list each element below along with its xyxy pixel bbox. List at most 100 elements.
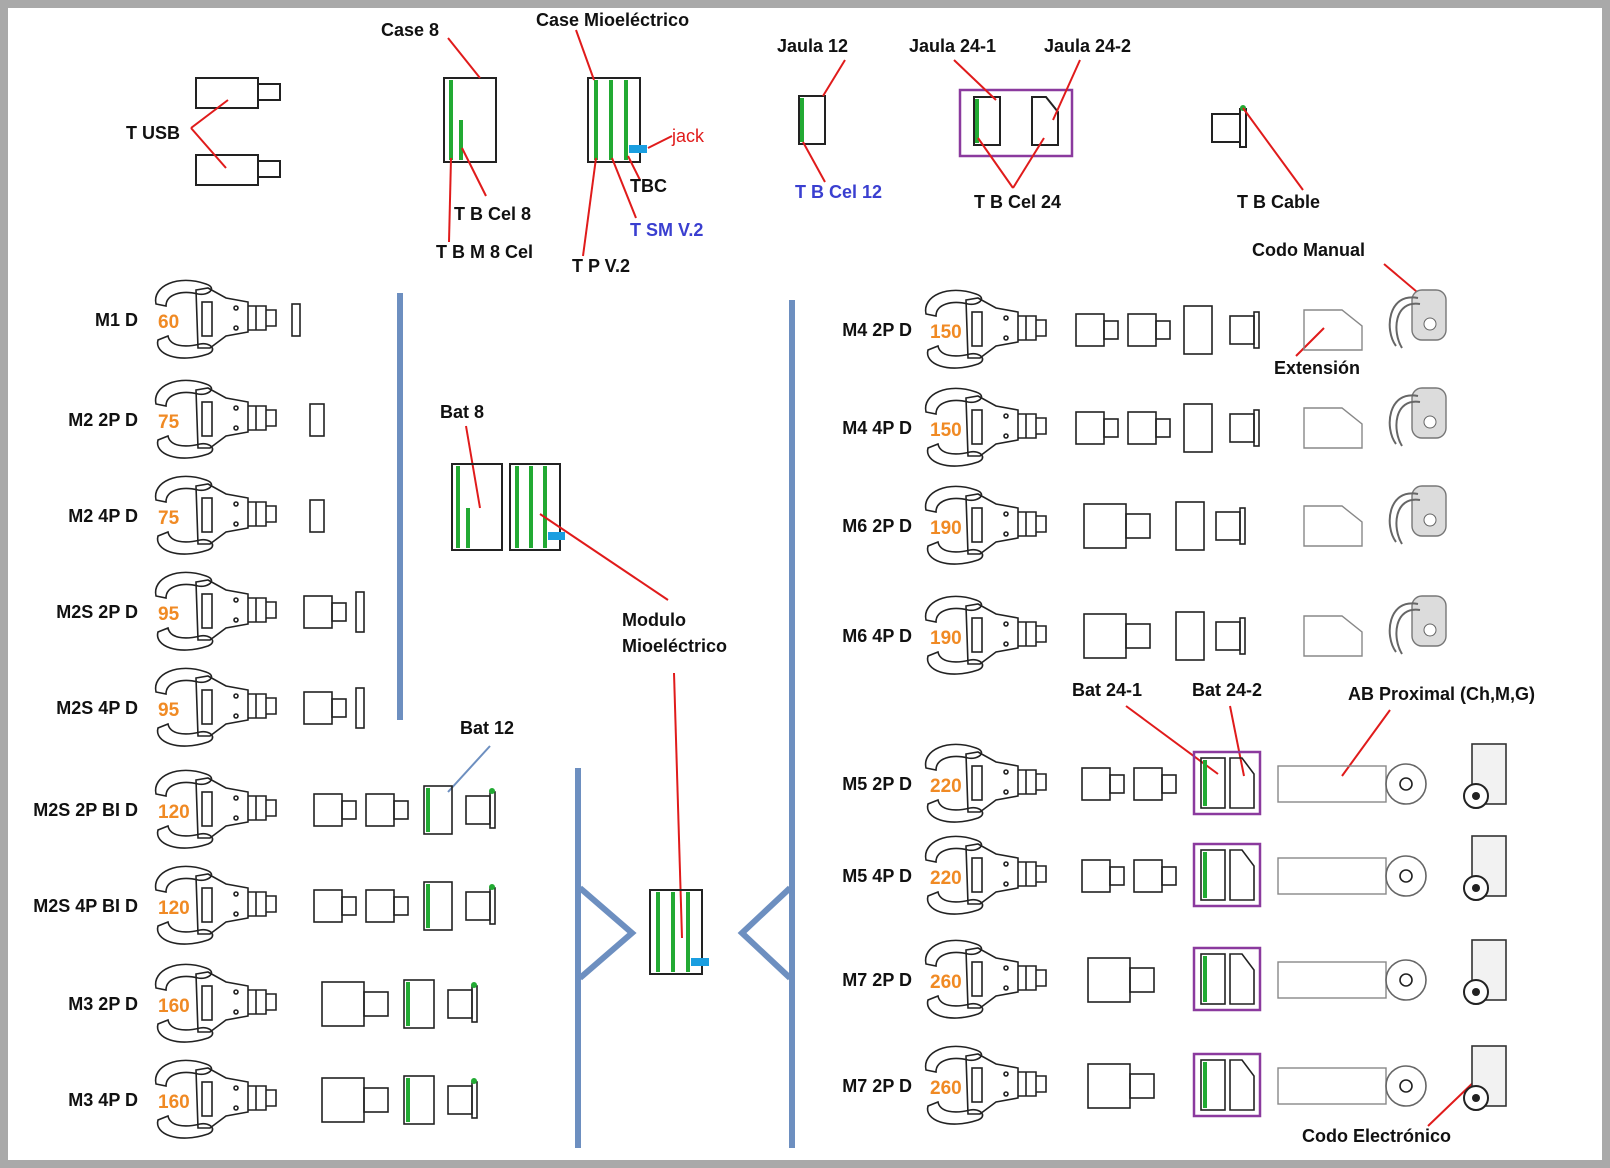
bat12 [404,1076,434,1124]
right-row-8: M7 2P D260 [842,1046,1506,1124]
codo-electronico-icon-gear-hub [1472,792,1480,800]
tsm-label: T SM V.2 [630,220,703,240]
motor-2-body [366,890,394,922]
right-row-3: M6 2P D190 [842,486,1446,564]
motor-2 [1134,860,1176,892]
codo-electronico-label: Codo Electrónico [1302,1126,1451,1146]
modulo-label-2: Mioeléctrico [622,636,727,656]
ab-proximal-icon-wrist [1386,764,1426,804]
tb-endcap-flange [1240,618,1245,654]
right-row-6-size: 220 [930,868,962,889]
ab-proximal-icon [1278,1066,1426,1106]
t-usb-group [196,78,280,185]
extension-leader [1296,328,1324,356]
motor-2-body [366,794,394,826]
terminal-plate [310,404,324,436]
tb-endcap-body [1230,414,1254,442]
tb-endcap-flange [1240,508,1245,544]
motor-shaft [332,699,346,717]
bat24-leaders [1126,706,1244,776]
motor-2 [366,890,408,922]
motor-2-body [1134,860,1162,892]
tb-endcap-flange [1254,410,1259,446]
left-row-3-size: 75 [158,508,180,529]
right-row-6-name: M5 4P D [842,866,912,886]
modulo-upper-green [517,466,545,548]
motor [314,890,356,922]
codo-manual-icon-joint [1424,318,1436,330]
motor-2-shaft [394,801,408,819]
codo-electronico-icon [1464,744,1506,808]
motor-2-shaft [1162,867,1176,885]
hand-configuration-diagram: T USB Case 8 T B Cel 8 T B M 8 Cel Case … [8,8,1602,1160]
ab-proximal-icon [1278,960,1426,1000]
motor-shaft [1104,419,1118,437]
tb-cable [466,788,495,828]
ab-proximal-icon-socket [1278,766,1386,802]
motor-2-shaft [1156,321,1170,339]
right-row-7-size: 260 [930,972,962,993]
tbcel24-label: T B Cel 24 [974,192,1061,212]
ab-proximal-icon [1278,856,1426,896]
tb-cable-dot [471,982,477,988]
motor [314,794,356,826]
tb-endcap-body [1216,512,1240,540]
left-row-6: M2S 2P BI D120 [33,770,495,848]
motor-shaft [342,897,356,915]
left-row-4-name: M2S 2P D [56,602,138,622]
ab-proximal-icon-hub [1400,974,1412,986]
jaula24-leaders [954,60,1080,188]
tbm8-label: T B M 8 Cel [436,242,533,262]
modulo-lower-port [691,958,709,966]
bat24-pair-cell1 [1201,954,1225,1004]
left-row-9: M3 4P D160 [68,1060,477,1138]
motor-large [322,982,364,1026]
ab-proximal-icon-wrist [1386,1066,1426,1106]
jaula12-label: Jaula 12 [777,36,848,56]
jack-label: jack [671,126,705,146]
right-row-1-size: 150 [930,322,962,343]
left-row-6-name: M2S 2P BI D [33,800,138,820]
motor-large [1088,958,1130,1002]
motor-2-shaft [394,897,408,915]
tb-endcap-flange [1254,312,1259,348]
bat12-box [1176,502,1204,550]
tb-cable [466,884,495,924]
bat12 [404,980,434,1028]
left-row-7: M2S 4P BI D120 [33,866,495,944]
terminal-plate [310,500,324,532]
bat12-label: Bat 12 [460,718,514,738]
motor-large [1084,504,1126,548]
motor [1082,860,1124,892]
right-row-4-size: 190 [930,628,962,649]
motor [1082,768,1124,800]
codo-electronico-icon [1464,836,1506,900]
bat12-box [1184,306,1212,354]
left-row-7-size: 120 [158,898,190,919]
diagram-frame: T USB Case 8 T B Cel 8 T B M 8 Cel Case … [8,8,1602,1160]
motor-body [304,692,332,724]
right-row-8-size: 260 [930,1078,962,1099]
bat12-leader [448,746,490,792]
tb-cable-dot [489,788,495,794]
bat24-pair [1194,948,1260,1010]
modulo-label-1: Modulo [622,610,686,630]
motor-2-body [1128,412,1156,444]
bat24-pair [1194,752,1260,814]
motor-large [322,1078,364,1122]
motor-shaft [1104,321,1118,339]
ab-proximal-icon-socket [1278,1068,1386,1104]
jaula24-2-label: Jaula 24-2 [1044,36,1131,56]
right-row-1-name: M4 2P D [842,320,912,340]
extension-piece [1304,310,1362,350]
codo-electronico-icon [1464,940,1506,1004]
tb-endcap [1216,508,1245,544]
codo-manual-icon [1390,486,1446,544]
bat24-pair [1194,1054,1260,1116]
motor-2 [1128,412,1170,444]
extension-label: Extensión [1274,358,1360,378]
bat8-leader [466,426,480,508]
tbcable-label: T B Cable [1237,192,1320,212]
modulo-lower-leader [674,673,682,938]
codo-manual-icon [1390,388,1446,446]
